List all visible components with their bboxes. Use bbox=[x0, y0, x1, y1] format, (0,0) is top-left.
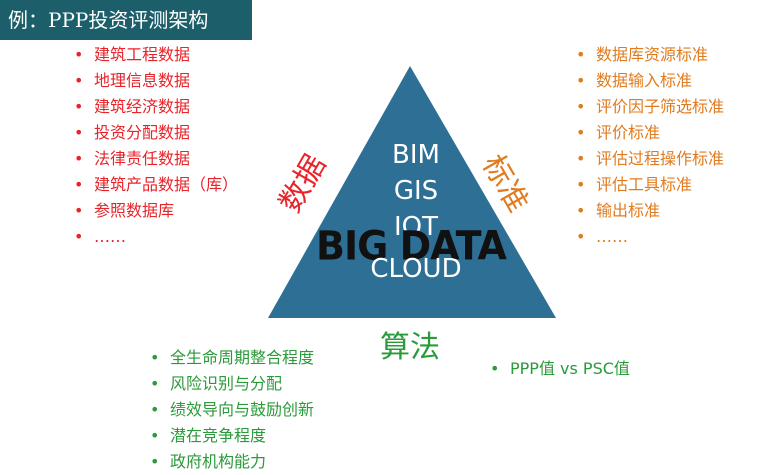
list-item: 输出标准 bbox=[574, 198, 724, 224]
page-title: 例：PPP投资评测架构 bbox=[0, 0, 252, 40]
algorithm-list: 全生命周期整合程度 风险识别与分配 绩效导向与鼓励创新 潜在竞争程度 政府机构能… bbox=[148, 345, 314, 475]
standards-list: 数据库资源标准 数据输入标准 评价因子筛选标准 评价标准 评估过程操作标准 评估… bbox=[574, 42, 724, 250]
comparison-list: PPP值 vs PSC值 bbox=[488, 356, 630, 382]
list-item: 参照数据库 bbox=[72, 198, 238, 224]
triangle-line-bim: BIM bbox=[392, 140, 440, 170]
list-item: 建筑工程数据 bbox=[72, 42, 238, 68]
list-item: 潜在竞争程度 bbox=[148, 423, 314, 449]
triangle-line-gis: GIS bbox=[393, 176, 439, 206]
data-list: 建筑工程数据 地理信息数据 建筑经济数据 投资分配数据 法律责任数据 建筑产品数… bbox=[72, 42, 238, 250]
list-item: 数据库资源标准 bbox=[574, 42, 724, 68]
list-item: …… bbox=[72, 224, 238, 250]
list-item: 评估过程操作标准 bbox=[574, 146, 724, 172]
list-item: 评估工具标准 bbox=[574, 172, 724, 198]
triangle-line-cloud: CLOUD bbox=[370, 254, 462, 284]
list-item: 建筑产品数据（库） bbox=[72, 172, 238, 198]
triangle-line-iot: IOT bbox=[393, 212, 438, 242]
big-data-overlay: BIG DATA bbox=[316, 222, 507, 270]
list-item: 地理信息数据 bbox=[72, 68, 238, 94]
triangle-shape bbox=[268, 66, 556, 318]
list-item: PPP值 vs PSC值 bbox=[488, 356, 630, 382]
list-item: 投资分配数据 bbox=[72, 120, 238, 146]
list-item: 政府机构能力 bbox=[148, 449, 314, 475]
list-item: 评价标准 bbox=[574, 120, 724, 146]
list-item: 风险识别与分配 bbox=[148, 371, 314, 397]
list-item: 评价因子筛选标准 bbox=[574, 94, 724, 120]
side-label-algorithm: 算法 bbox=[380, 330, 440, 365]
list-item: 绩效导向与鼓励创新 bbox=[148, 397, 314, 423]
list-item: 全生命周期整合程度 bbox=[148, 345, 314, 371]
list-item: 法律责任数据 bbox=[72, 146, 238, 172]
list-item: 数据输入标准 bbox=[574, 68, 724, 94]
list-item: …… bbox=[574, 224, 724, 250]
list-item: 建筑经济数据 bbox=[72, 94, 238, 120]
